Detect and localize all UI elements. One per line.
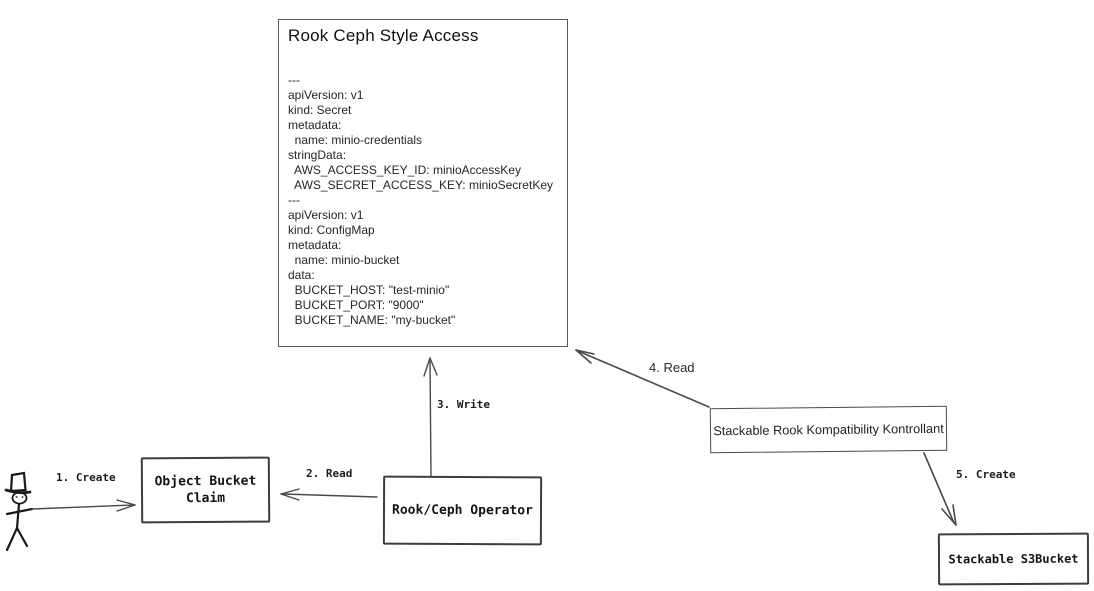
user-actor-figure xyxy=(4,471,34,552)
edge-label-1-create: 1. Create xyxy=(56,471,116,484)
edge-label-3-write: 3. Write xyxy=(437,398,490,411)
node-rook-ceph-style-access: Rook Ceph Style Access ---apiVersion: v1… xyxy=(278,19,568,347)
arrow-4-read xyxy=(575,349,710,408)
arrow-5-create xyxy=(923,452,957,526)
yaml-line: BUCKET_HOST: "test-minio" xyxy=(288,283,450,297)
yaml-line: metadata: xyxy=(288,238,342,252)
node-label: Stackable Rook Kompatibility Kontrollant xyxy=(713,420,944,439)
yaml-line: apiVersion: v1 xyxy=(288,88,364,102)
yaml-line: name: minio-credentials xyxy=(288,133,423,147)
node-rook-ceph-operator: Rook/Ceph Operator xyxy=(382,475,543,546)
node-title: Rook Ceph Style Access xyxy=(288,26,479,45)
yaml-line: name: minio-bucket xyxy=(288,253,400,267)
node-stackable-s3bucket: Stackable S3Bucket xyxy=(937,532,1090,586)
yaml-line: metadata: xyxy=(288,118,342,132)
node-object-bucket-claim: Object Bucket Claim xyxy=(140,456,271,524)
yaml-line: --- xyxy=(288,193,300,207)
arrow-2-read xyxy=(280,488,378,501)
yaml-line: data: xyxy=(288,268,315,282)
yaml-line: kind: Secret xyxy=(288,103,352,117)
node-stackable-rook-kompatibility-kontrollant: Stackable Rook Kompatibility Kontrollant xyxy=(709,405,948,454)
yaml-line: apiVersion: v1 xyxy=(288,208,364,222)
edge-label-4-read: 4. Read xyxy=(649,360,695,375)
node-label: Rook/Ceph Operator xyxy=(392,502,533,519)
node-label: Stackable S3Bucket xyxy=(948,551,1079,567)
yaml-line: stringData: xyxy=(288,148,347,162)
yaml-line: BUCKET_PORT: "9000" xyxy=(288,298,424,312)
arrow-3-write xyxy=(423,357,438,477)
arrow-1-create xyxy=(31,499,136,512)
yaml-line: AWS_ACCESS_KEY_ID: minioAccessKey xyxy=(288,163,521,177)
node-label: Object Bucket Claim xyxy=(154,473,257,507)
edge-label-5-create: 5. Create xyxy=(956,468,1016,481)
edge-label-2-read: 2. Read xyxy=(306,467,353,480)
top-hat-icon xyxy=(9,471,27,493)
yaml-line: kind: ConfigMap xyxy=(288,223,375,237)
yaml-line: BUCKET_NAME: "my-bucket" xyxy=(288,313,456,327)
yaml-line: AWS_SECRET_ACCESS_KEY: minioSecretKey xyxy=(288,178,553,192)
yaml-line: --- xyxy=(288,73,300,87)
